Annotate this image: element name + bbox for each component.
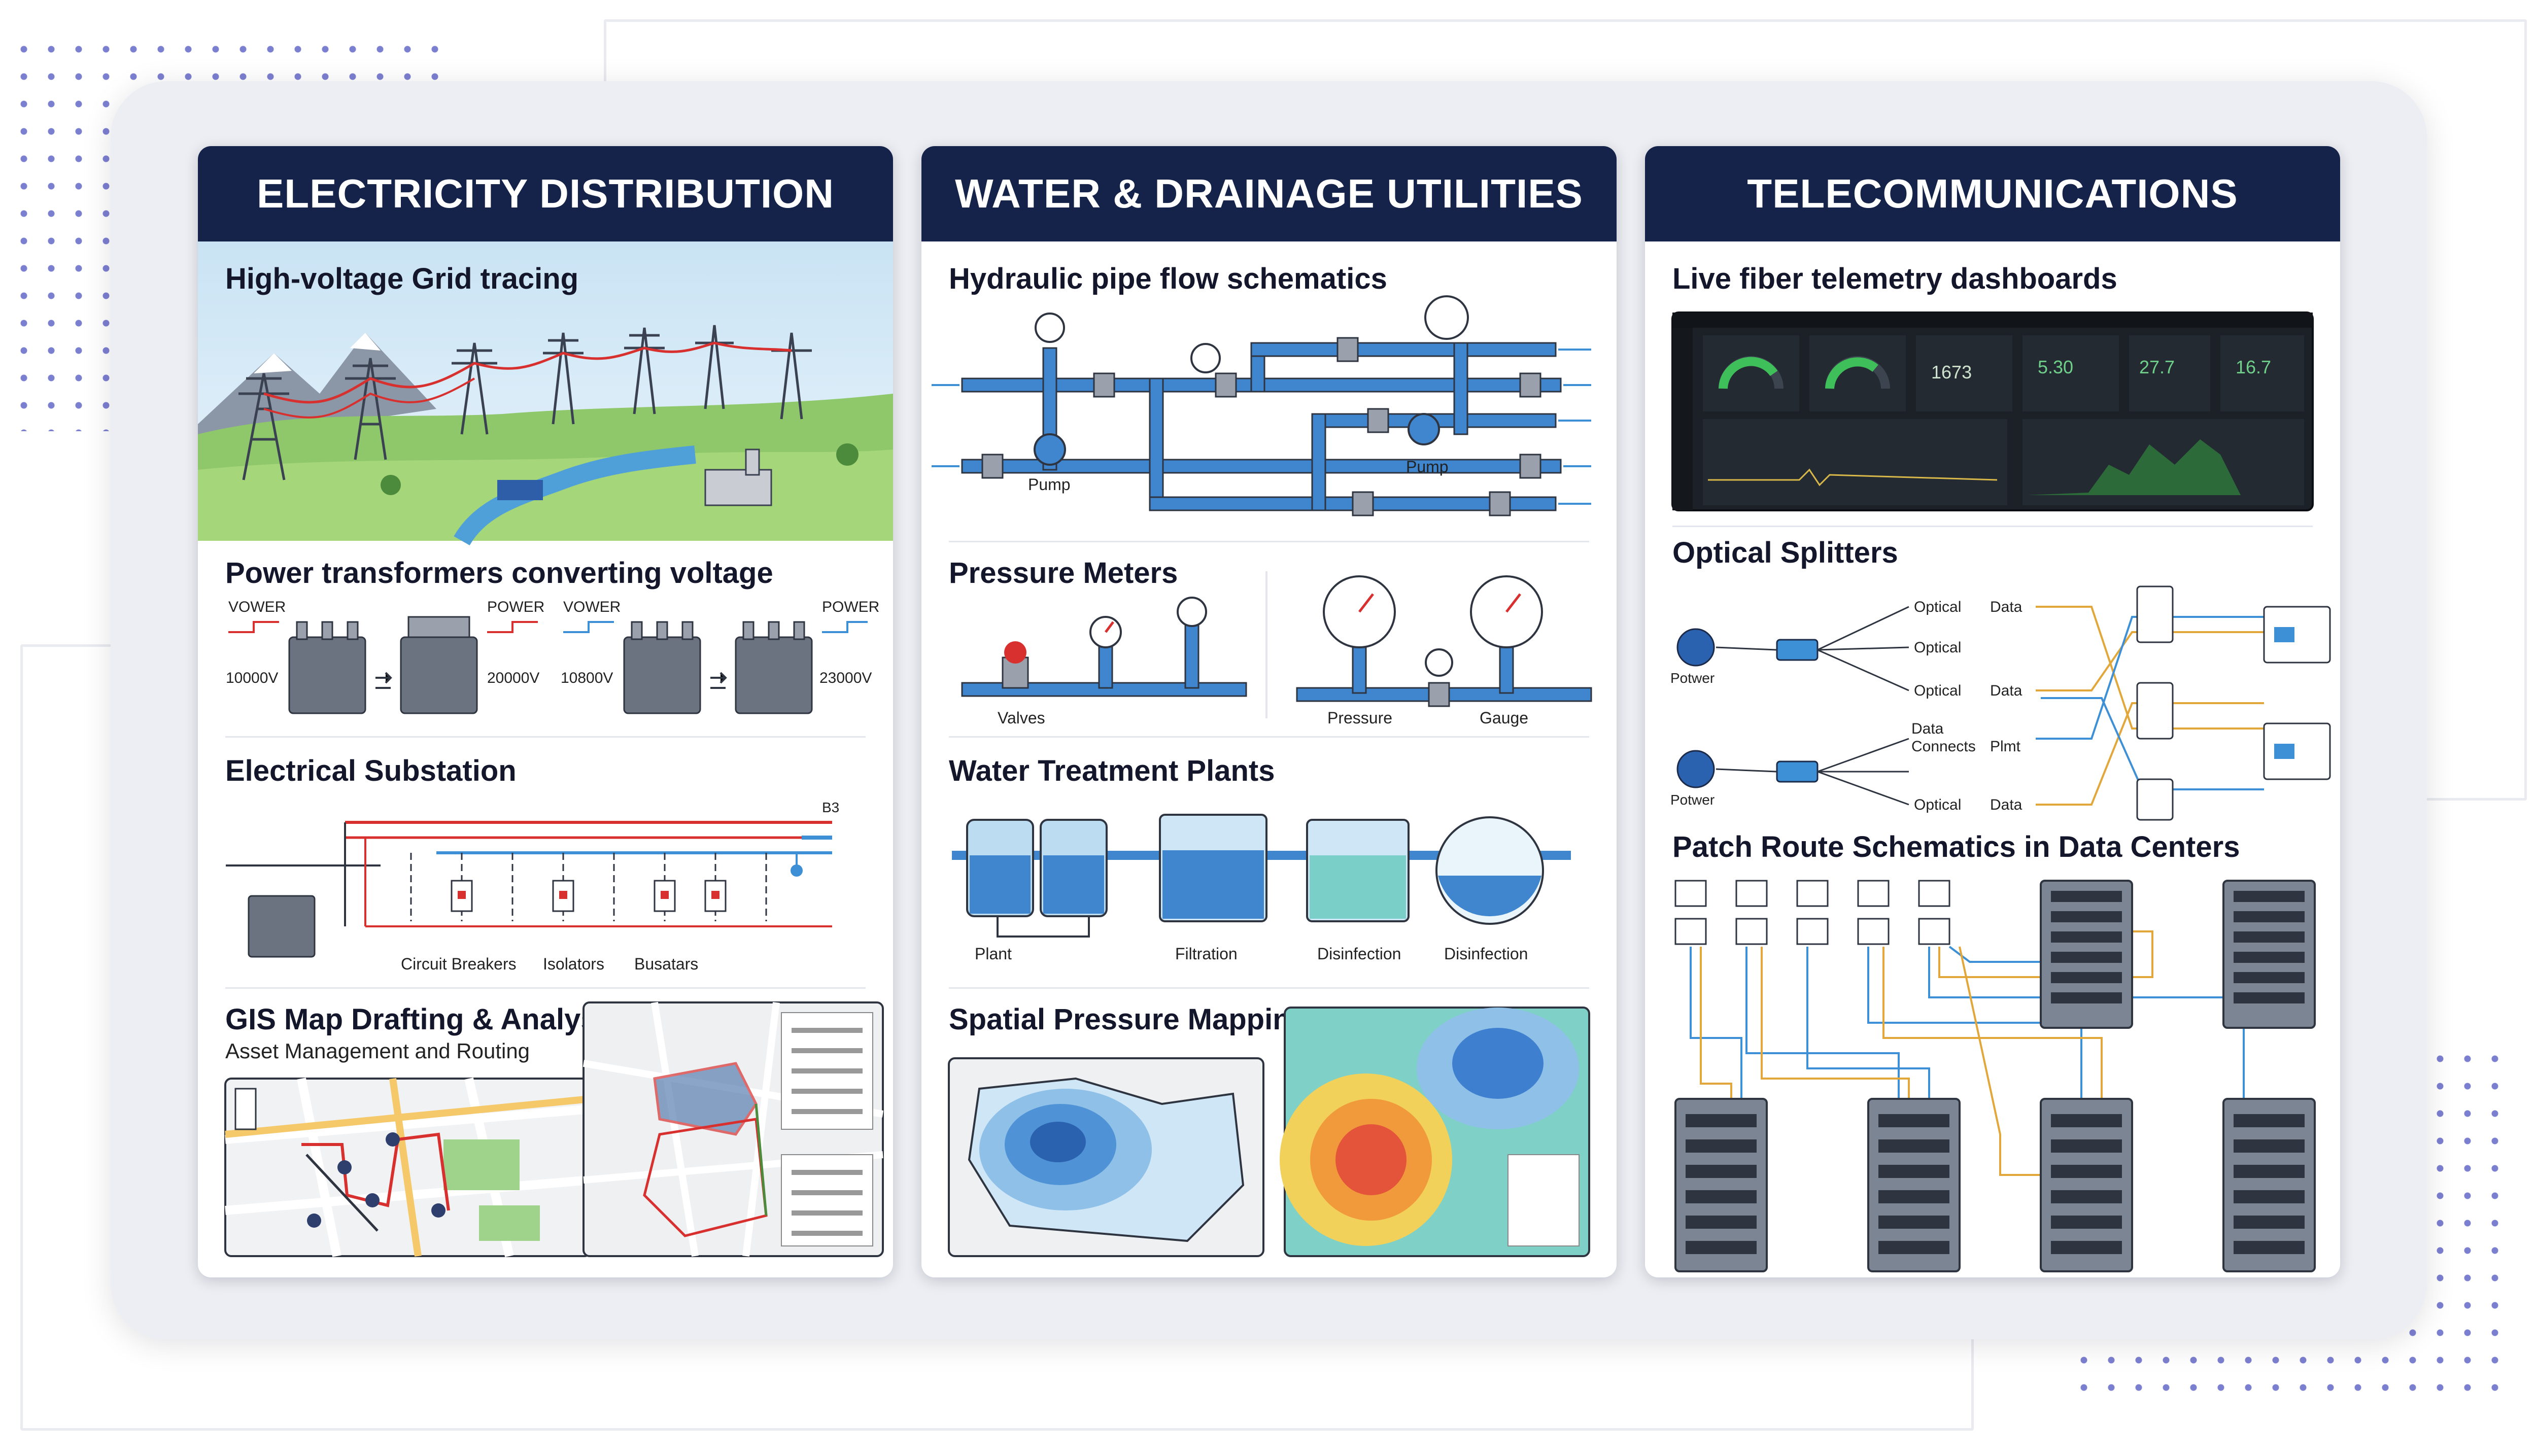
splitter-output-label: Optical: [1914, 599, 1961, 615]
transformer-label: POWER: [822, 599, 879, 615]
hydraulic-section: Hydraulic pipe flow schematics: [921, 241, 1617, 542]
bus-label: B3: [822, 800, 839, 815]
splitters-diagram: Potwer Potwer Optical Optical Optical Da…: [1670, 585, 2331, 821]
data-label: Data: [1990, 599, 2022, 615]
section-title: Patch Route Schematics in Data Centers: [1672, 830, 2240, 863]
section-title: High-voltage Grid tracing: [225, 262, 579, 295]
section-subtitle: Asset Management and Routing: [225, 1039, 530, 1063]
voltage-value: 10000V: [226, 670, 278, 686]
telemetry-readout: 27.7: [2139, 357, 2175, 377]
section-title: Pressure Meters: [949, 557, 1178, 590]
divider: [1672, 526, 2313, 527]
gis-map-left: [224, 1077, 592, 1258]
voltage-value: 20000V: [487, 670, 539, 686]
transformer-label: VOWER: [228, 599, 286, 615]
telecom-panel: TELECOMMUNICATIONS Live fiber telemetry …: [1645, 146, 2340, 1277]
transformers-section: Power transformers converting voltage: [198, 541, 893, 744]
splitter-output-label: Data: [1911, 720, 1944, 737]
substation-label: Isolators: [543, 955, 604, 973]
voltage-value: 10800V: [561, 670, 613, 686]
splitter-output-label: Optical: [1914, 796, 1961, 813]
pressure-label: Pressure: [1327, 709, 1392, 727]
pressure-section: Pressure Meters: [921, 541, 1617, 744]
electricity-panel: ELECTRICITY DISTRIBUTION: [198, 146, 893, 1277]
pressure-label: Gauge: [1480, 709, 1528, 727]
section-title: Water Treatment Plants: [949, 754, 1275, 787]
treatment-label: Disinfection: [1444, 945, 1528, 963]
telemetry-readout: 16.7: [2236, 357, 2271, 377]
voltage-value: 23000V: [819, 670, 872, 686]
telemetry-readout: 1673: [1931, 362, 1972, 383]
spatial-section: Spatial Pressure Mapping: [921, 992, 1617, 1276]
section-title: Live fiber telemetry dashboards: [1672, 262, 2117, 295]
substation-label: Circuit Breakers: [401, 955, 517, 973]
water-panel: WATER & DRAINAGE UTILITIES Hydraulic pip…: [921, 146, 1617, 1277]
divider: [225, 987, 866, 989]
hydraulic-diagram: Pump Pump: [932, 295, 1591, 516]
source-label: Potwer: [1670, 670, 1715, 686]
grid-illustration: [198, 241, 893, 546]
divider: [949, 987, 1589, 989]
pump-label: Pump: [1406, 458, 1449, 476]
section-title: GIS Map Drafting & Analysis: [225, 1003, 622, 1036]
divider: [225, 736, 866, 738]
divider: [949, 736, 1589, 738]
substation-diagram: B3 Circuit Breakers Isolator: [226, 800, 839, 973]
data-label: Plmt: [1990, 738, 2021, 755]
section-title: Optical Splitters: [1672, 536, 1898, 569]
splitter-output-label: Connects: [1911, 738, 1976, 755]
treatment-diagram: Plant Filtration Disinfection Disinfecti…: [952, 814, 1571, 963]
section-title: Spatial Pressure Mapping: [949, 1003, 1309, 1036]
data-label: Data: [1990, 682, 2022, 699]
section-title: Hydraulic pipe flow schematics: [949, 262, 1387, 295]
panel-title: TELECOMMUNICATIONS: [1645, 146, 2340, 241]
divider: [949, 541, 1589, 542]
pump-label: Pump: [1028, 475, 1071, 494]
transformers-diagram: VOWER POWER VOWER POWER 10000V 20000V 10…: [226, 599, 879, 714]
splitters-section: Optical Splitters: [1645, 526, 2340, 825]
splitter-output-label: Optical: [1914, 639, 1961, 656]
telemetry-readout: 5.30: [2038, 357, 2073, 377]
patch-section: Patch Route Schematics in Data Centers: [1645, 825, 2340, 1276]
gis-section: GIS Map Drafting & Analysis Asset Manage…: [198, 992, 893, 1276]
data-label: Data: [1990, 796, 2022, 813]
splitter-output-label: Optical: [1914, 682, 1961, 699]
patch-diagram: [1674, 880, 2316, 1272]
treatment-label: Filtration: [1175, 945, 1238, 963]
transformer-label: VOWER: [563, 599, 621, 615]
pressure-diagram: Valves Pressure Gauge: [961, 571, 1592, 727]
section-title: Power transformers converting voltage: [225, 557, 773, 590]
spatial-map-right: [1280, 1007, 1590, 1257]
pressure-label: Valves: [998, 709, 1045, 727]
treatment-label: Plant: [975, 945, 1012, 963]
substation-section: Electrical Substation B3: [198, 744, 893, 992]
panel-title: ELECTRICITY DISTRIBUTION: [198, 146, 893, 241]
section-title: Electrical Substation: [225, 754, 517, 787]
treatment-section: Water Treatment Plants Plant: [921, 744, 1617, 992]
source-label: Potwer: [1670, 792, 1715, 808]
grid-section: High-voltage Grid tracing: [198, 241, 893, 546]
substation-label: Busatars: [634, 955, 698, 973]
gis-map-right: [582, 1001, 884, 1257]
telemetry-section: Live fiber telemetry dashboards 1673 5.3…: [1645, 241, 2340, 527]
transformer-label: POWER: [487, 599, 544, 615]
panel-title: WATER & DRAINAGE UTILITIES: [921, 146, 1617, 241]
telemetry-dashboard: 1673 5.30 27.7 16.7: [1671, 311, 2314, 511]
spatial-map-left: [948, 1057, 1264, 1257]
treatment-label: Disinfection: [1317, 945, 1401, 963]
